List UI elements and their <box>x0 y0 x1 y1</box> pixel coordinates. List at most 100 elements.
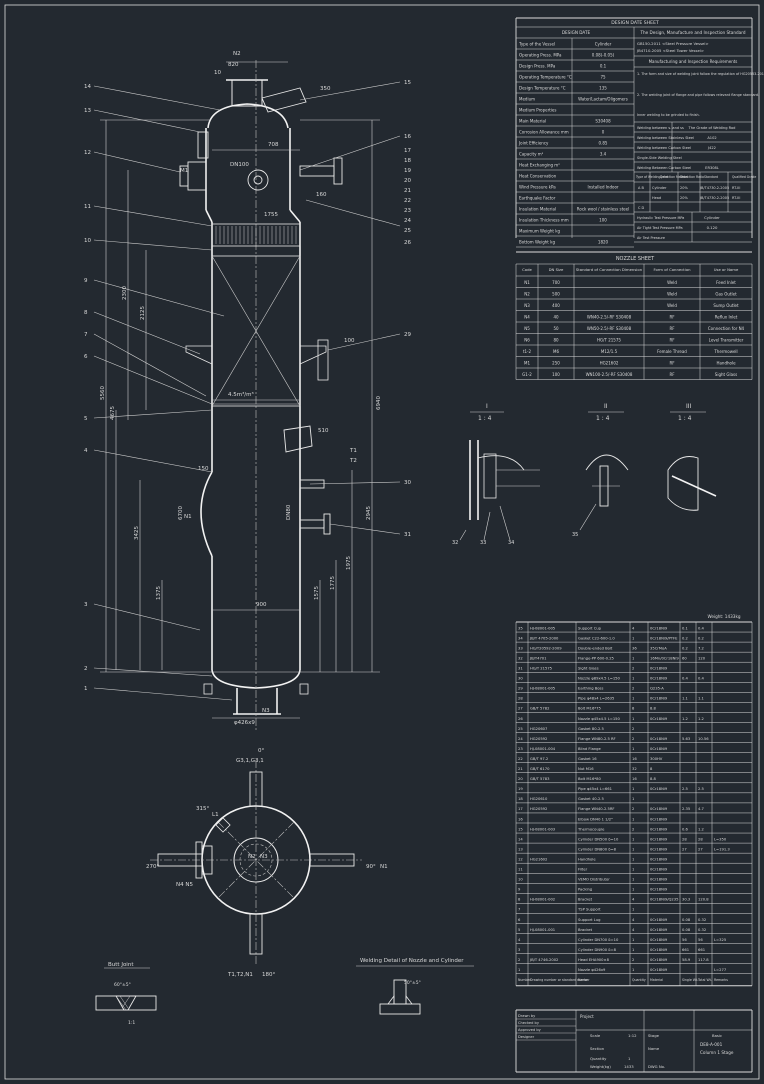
parts-cell: 18 <box>518 797 523 801</box>
parts-cell: 9 <box>518 888 521 892</box>
dim-dn80: DN80 <box>286 504 292 520</box>
design-data-value: 0.1 <box>600 64 607 69</box>
nozzle-cell: G1-2 <box>522 372 532 377</box>
parts-cell: 0Cr18Ni9 <box>650 958 668 962</box>
balloon-17: 17 <box>404 148 411 154</box>
nozzle-cell: 400 <box>552 303 560 308</box>
balloon-16: 16 <box>404 134 411 140</box>
parts-cell: 16 <box>632 777 637 781</box>
parts-cell: 8 <box>632 707 635 711</box>
balloon-24: 24 <box>404 218 411 224</box>
parts-cell: Pipe φ48x4 L=2635 <box>578 697 615 701</box>
label-t2: T2 <box>349 458 357 464</box>
design-data-label: Joint Efficiency <box>518 141 549 146</box>
parts-cell: HJ-08001-001 <box>530 928 555 932</box>
detail-2-scale: 1 : 4 <box>596 415 610 422</box>
parts-cell: 1.1 <box>682 697 688 701</box>
nozzle-cell: Female Thread <box>657 349 687 354</box>
parts-cell: HJ-08001-002 <box>530 898 555 902</box>
parts-cell: GB/T 5783 <box>530 777 550 781</box>
standard-2: JB4710-2005 <Steel Tower Vessel> <box>636 48 704 53</box>
parts-cell: 1.2 <box>698 827 704 831</box>
design-data-label: Operating Press. MPa <box>519 53 562 58</box>
balloons: 14 13 12 11 10 9 8 7 6 5 4 3 2 1 15 16 1… <box>84 80 411 692</box>
parts-cell: Cylinder DN700 δ=10 <box>578 938 619 942</box>
balloon-2: 2 <box>84 666 88 672</box>
parts-cell: 0.4 <box>698 626 705 630</box>
dim-6940: 6940 <box>376 396 382 410</box>
requirements-title: Manufacturing and Inspection Requirement… <box>649 59 738 64</box>
parts-cell: HG20607 <box>530 727 548 731</box>
parts-cell: 4.7 <box>698 807 705 811</box>
parts-cell: HG/T20592-2009 <box>530 646 562 650</box>
parts-cell: HJ-08001-005 <box>530 687 556 691</box>
parts-cell: Gasket C22-600-1.0 <box>578 636 615 640</box>
parts-cell: 0.32 <box>698 928 706 932</box>
parts-cell: 58.9 <box>682 958 691 962</box>
parts-cell: 0Cr18Ni9 <box>650 928 668 932</box>
nozzle-cell: N2 <box>524 292 530 297</box>
nozzle-cell: N5 <box>524 326 530 331</box>
design-data-label: Bottom Weight kg <box>519 240 555 245</box>
parts-cell: L=350 <box>714 837 727 841</box>
nozzle-cell: Sump Outlet <box>713 303 739 308</box>
balloon-14: 14 <box>84 84 91 90</box>
parts-cell: 36 <box>632 646 637 650</box>
parts-cell: Flange WN40-2.5RF <box>578 807 615 811</box>
dim-350: 350 <box>320 86 331 92</box>
dim-2125: 2125 <box>140 306 146 320</box>
design-data-value: Water/Lactam/Oligomers <box>578 97 628 102</box>
parts-cell: 0Cr18Ni9 <box>650 938 668 942</box>
parts-cell: 4 <box>632 626 635 630</box>
nozzle-header: Use or Name <box>714 267 739 272</box>
nozzle-cell: Sight Glass <box>715 372 737 377</box>
nde-value: J422 <box>707 146 716 150</box>
nozzle-cell: RF <box>669 372 675 377</box>
dim-1375: 1375 <box>156 586 162 600</box>
parts-header: Quantity <box>632 978 646 982</box>
parts-cell: Flange-PP 600-0.25 <box>578 656 615 660</box>
nozzle-cell: M1 <box>524 361 530 366</box>
weld-details: Butt Joint 60°±5° 1:1 Welding Detail of … <box>95 958 474 1026</box>
standard-1: GB150-2011 <Steel Pressure Vessel> <box>637 41 709 46</box>
title-scale-value: 1:12 <box>628 1033 637 1038</box>
design-data-label: Corrosion Allowance mm <box>519 130 569 135</box>
parts-cell: 0Cr18Ni9 <box>650 697 668 701</box>
parts-cell: Sight Glass <box>578 667 599 671</box>
design-data-label: Main Material <box>519 119 546 124</box>
title-weight-label: Weight(kg) <box>590 1064 611 1069</box>
test-value: Cylinder <box>704 215 720 220</box>
parts-cell: 0Cr18Ni9 <box>650 857 668 861</box>
plan-n2: N2 <box>248 854 256 860</box>
parts-cell: GB/T 97.2 <box>530 757 548 761</box>
nozzle-cell: Connection for N4 <box>708 326 745 331</box>
nozzle-cell: Feed Inlet <box>716 280 736 285</box>
parts-cell: 10 <box>518 878 523 882</box>
ndt-cell: RT-III <box>732 196 740 200</box>
nozzle-cell: Weld <box>667 303 677 308</box>
design-data-value: Rock wool / stainless steel <box>577 207 629 212</box>
nozzle-cell: 40 <box>553 315 559 320</box>
dim-10: 10 <box>214 70 221 76</box>
balloon-6: 6 <box>84 354 88 360</box>
parts-cell: 33 <box>518 646 523 650</box>
plan-l1: L1 <box>212 812 219 818</box>
parts-cell: 0.2 <box>682 636 688 640</box>
parts-cell: 0Cr18Ni9 <box>650 948 668 952</box>
nozzle-cell: M12/1.5 <box>601 349 618 354</box>
title-project-label: Project <box>580 1014 594 1019</box>
parts-cell: JB/T 4705-2000 <box>529 636 559 640</box>
ndt-cell: Head <box>652 196 661 200</box>
nde-label: Welding between s. and ss <box>637 126 684 130</box>
svg-text:33: 33 <box>480 540 486 546</box>
nozzle-cell: N4 <box>524 315 530 320</box>
dim-160: 160 <box>316 192 327 198</box>
parts-cell: 1 <box>632 787 634 791</box>
parts-cell: Gasket 40-2.5 <box>578 797 604 801</box>
svg-text:35: 35 <box>572 532 578 538</box>
nozzle-cell: WN100-2.5/-RF S30408 <box>586 372 633 377</box>
plan-bottom-angle: 180° <box>262 972 275 978</box>
parts-cell: 1 <box>632 697 634 701</box>
svg-text:50°±5°: 50°±5° <box>404 980 421 986</box>
